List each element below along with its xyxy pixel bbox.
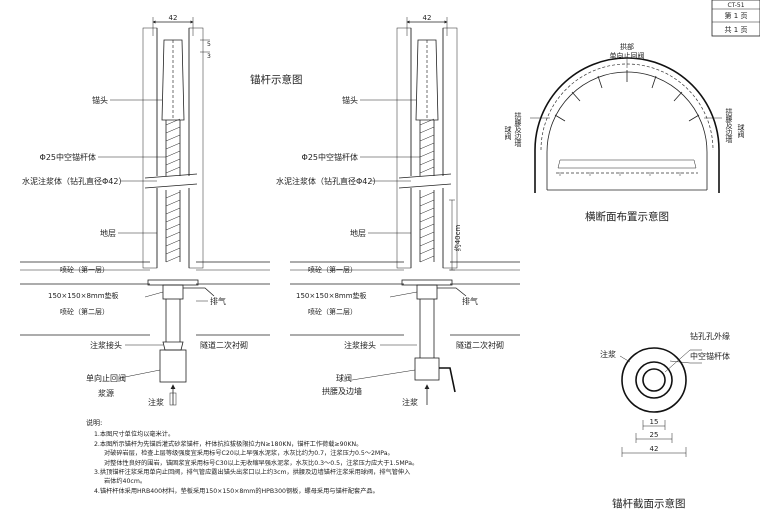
left-label-anchor-head: 锚头: [92, 95, 108, 105]
left-dim-small2: 3: [207, 53, 211, 60]
design-notes: 说明: 1.本图尺寸单位均以毫米计。 2.本图所示锚杆为先锚后灌式砂浆锚杆，杆体…: [86, 419, 419, 496]
left-label-joint: 注浆接头: [90, 340, 122, 350]
sect-dim-25: 25: [650, 431, 659, 439]
sheet-page: 第 1 页: [725, 11, 748, 20]
right-label-exhaust: 排气: [462, 296, 478, 306]
right-label-stratum: 地层: [350, 228, 366, 238]
note-2: 2.本图所示锚杆为先锚后灌式砂浆锚杆，杆体抗拉拔极限拉力N≥180KN，锚杆工作…: [94, 440, 363, 448]
right-label-lining: 隧道二次衬砌: [456, 340, 504, 350]
left-label-grout-src: 浆源: [98, 388, 114, 398]
right-anchor-diagram: 42 约40cm 锚头 Φ: [276, 14, 520, 407]
left-label-shot2: 喷砼（第二层）: [60, 307, 109, 316]
left-dim-42: 42: [169, 14, 178, 22]
left-anchor-diagram: 42 5 3: [20, 14, 270, 407]
note-3: 3.拱顶锚杆注浆采用单向止回阀，排气管应露出锚头出浆口以上约3cm，拱腰及边墙锚…: [94, 469, 411, 477]
cross-label-right-a: 拱腰及边墙: [725, 107, 733, 144]
note-2b: 对整体性良好的围岩，锚固浆宜采用标号C30以上无收缩早强水泥浆，水灰比0.3～0…: [104, 459, 419, 467]
cross-label-right-b: 球阀: [737, 123, 745, 139]
left-label-hollow-bolt: Φ25中空锚杆体: [40, 152, 96, 162]
note-2a: 对破碎岩层，检查上层等级强度宜采用标号C20以上早强水泥浆，水灰比约为0.7，注…: [104, 450, 394, 458]
bolt-section-diagram: 15 25 42 钻孔孔外缘 中空锚杆体 注浆 锚杆截面示意图: [600, 331, 730, 510]
sect-label-grout: 注浆: [600, 349, 616, 359]
sheet-total: 共 1 页: [725, 25, 748, 34]
left-label-lining: 隧道二次衬砌: [200, 340, 248, 350]
sect-label-hole-edge: 钻孔孔外缘: [690, 331, 730, 341]
notes-title: 说明:: [86, 419, 103, 427]
right-dim-42: 42: [423, 14, 432, 22]
title-anchor-section: 锚杆截面示意图: [612, 497, 686, 510]
right-label-grout-in: 注浆: [402, 397, 418, 407]
left-label-shot1: 喷砼（第一层）: [60, 265, 109, 274]
right-label-shot2: 喷砼（第二层）: [308, 307, 357, 316]
left-label-stratum: 地层: [100, 228, 116, 238]
right-label-ball-valve: 球阀: [336, 373, 352, 383]
left-label-plate: 150×150×8mm垫板: [48, 291, 119, 300]
title-anchor: 锚杆示意图: [250, 73, 303, 86]
cross-section-diagram: 拱部 单向止回阀 拱腰及边墙 球阀 拱腰及边墙 球阀 横断面布置示意图: [504, 42, 745, 223]
title-cross-section: 横断面布置示意图: [585, 210, 669, 223]
left-dim-small1: 5: [207, 41, 211, 48]
right-label-anchor-head: 锚头: [342, 95, 358, 105]
right-label-hollow-bolt: Φ25中空锚杆体: [302, 152, 358, 162]
right-label-joint: 注浆接头: [344, 340, 376, 350]
cross-label-left-b: 球阀: [504, 125, 512, 141]
cross-label-left-a: 拱腰及边墙: [514, 111, 522, 148]
sect-dim-15: 15: [650, 418, 659, 426]
right-label-shot1: 喷砼（第一层）: [308, 265, 357, 274]
sect-dim-42: 42: [650, 445, 659, 453]
right-label-arch-wall: 拱腰及边墙: [322, 386, 362, 396]
right-label-plate: 150×150×8mm垫板: [296, 291, 367, 300]
note-4: 4.锚杆杆体采用HRB400材料，垫板采用150×150×8mm的HPB300钢…: [94, 487, 379, 495]
cross-label-vault-sub: 单向止回阀: [610, 51, 645, 60]
sheet-code: CT-51: [727, 2, 744, 9]
sect-label-hollow: 中空锚杆体: [690, 351, 730, 361]
right-label-grout-body: 水泥注浆体（钻孔直径Φ42）: [276, 176, 380, 186]
note-1: 1.本图尺寸单位均以毫米计。: [94, 431, 175, 439]
left-label-grout-in: 注浆: [148, 397, 164, 407]
left-label-exhaust: 排气: [210, 296, 226, 306]
title-block: CT-51 第 1 页 共 1 页: [711, 0, 760, 37]
note-3a: 岩体约40cm。: [104, 478, 147, 486]
right-dim-40cm: 约40cm: [453, 225, 462, 252]
cross-label-vault: 拱部: [620, 42, 634, 51]
left-label-check-valve: 单向止回阀: [86, 373, 126, 383]
left-label-grout-body: 水泥注浆体（钻孔直径Φ42）: [22, 176, 126, 186]
